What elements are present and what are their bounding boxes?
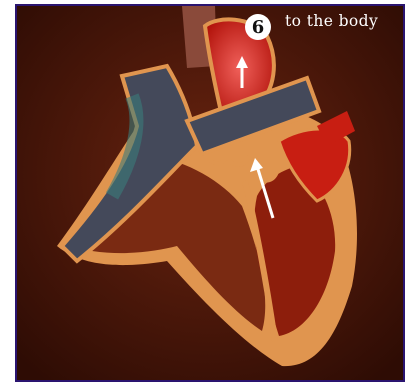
step-number-badge: 6 — [245, 14, 271, 40]
heart-diagram-frame: 6 to the body — [15, 4, 405, 382]
heart-illustration — [17, 6, 403, 380]
step-caption: to the body — [285, 12, 378, 30]
